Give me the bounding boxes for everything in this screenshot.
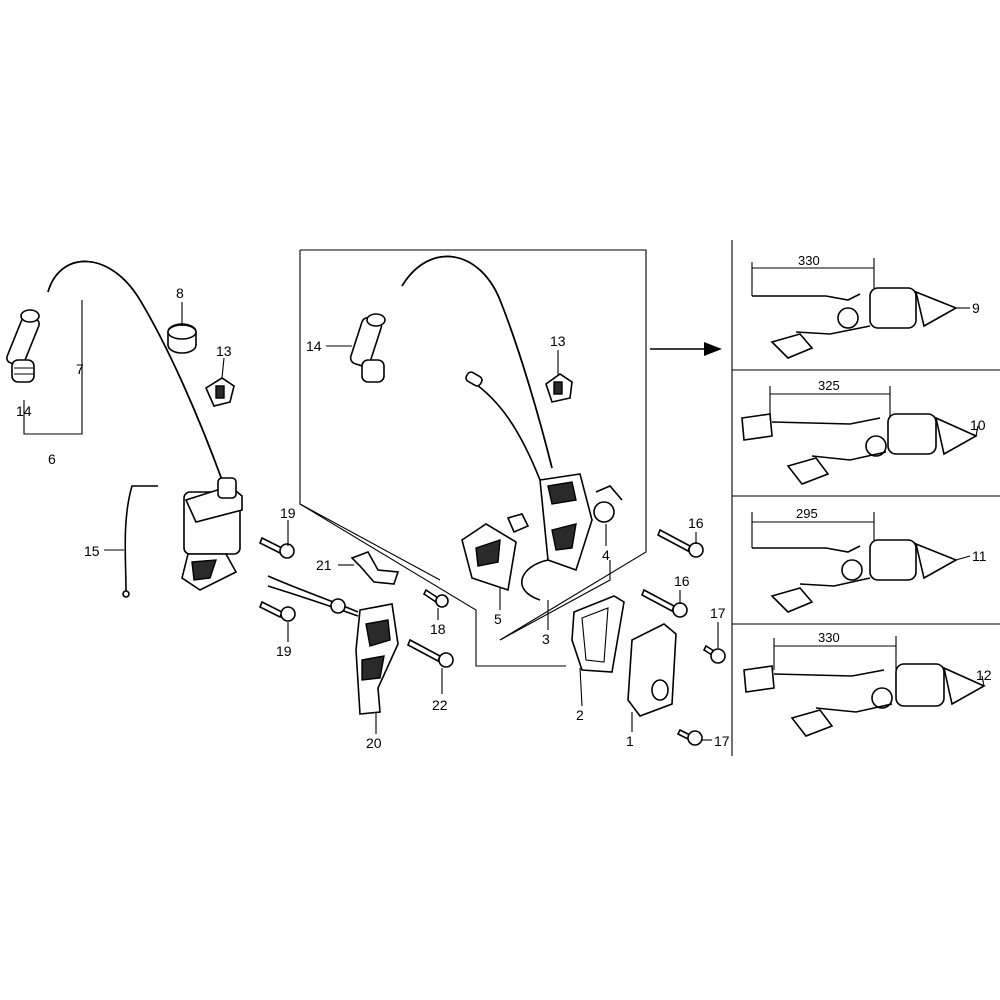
ignition-coil-left (181, 477, 243, 591)
variant-panel-12: 330 (743, 630, 986, 737)
arrow-icon (650, 342, 722, 356)
bolt-16-upper (656, 528, 704, 558)
callout-12: 12 (976, 667, 992, 683)
dimension-label: 295 (796, 506, 818, 521)
dimension-label: 330 (798, 253, 820, 268)
cover-1 (627, 623, 677, 717)
callout-11: 11 (972, 548, 987, 564)
variant-panels: 330 325 295 (731, 240, 1000, 756)
callout-4: 4 (602, 547, 610, 563)
high-tension-wire-center (401, 255, 553, 469)
callout-7: 7 (76, 361, 84, 377)
callout-14-left: 14 (16, 403, 32, 419)
bolt-22 (406, 638, 454, 668)
variant-panel-9: 330 (751, 253, 958, 359)
callout-9: 9 (972, 300, 980, 316)
leader-lines (104, 302, 719, 741)
callout-15: 15 (84, 543, 100, 559)
callout-22: 22 (432, 697, 448, 713)
bolt-19-lower (258, 600, 296, 622)
spark-plug-cap-left (5, 309, 41, 383)
nut-17-upper (702, 644, 726, 664)
connector-4 (593, 485, 623, 523)
bolt-16-lower (640, 588, 688, 618)
grommet (167, 323, 197, 354)
bracket-5 (461, 513, 530, 592)
callout-16-upper: 16 (688, 515, 704, 531)
high-tension-wire-left (47, 260, 223, 481)
gasket-2 (571, 595, 625, 673)
callout-5: 5 (494, 611, 502, 627)
variant-panel-10: 325 (741, 378, 978, 485)
callout-2: 2 (576, 707, 584, 723)
callout-18: 18 (430, 621, 446, 637)
callout-14-center: 14 (306, 338, 322, 354)
bracket-21 (350, 551, 400, 585)
callout-6: 6 (48, 451, 56, 467)
callout-10: 10 (970, 417, 986, 433)
spark-plug-cap-center (349, 313, 386, 383)
callout-13-center: 13 (550, 333, 566, 349)
bolt-19-upper (258, 536, 295, 559)
callout-1: 1 (626, 733, 634, 749)
callout-labels: 14 7 6 8 13 15 19 19 21 18 22 20 14 13 4… (16, 285, 730, 751)
callout-21: 21 (316, 557, 332, 573)
callout-13-left: 13 (216, 343, 232, 359)
ignition-coil-center (465, 371, 593, 601)
callout-17-upper: 17 (710, 605, 726, 621)
callout-16-lower: 16 (674, 573, 690, 589)
callout-19-lower: 19 (276, 643, 292, 659)
bolt-18 (422, 588, 449, 608)
callout-8: 8 (176, 285, 184, 301)
variant-panel-11: 295 (751, 506, 958, 613)
ground-wire (122, 485, 158, 598)
callout-17-lower: 17 (714, 733, 730, 749)
dimension-label: 330 (818, 630, 840, 645)
nut-17-lower (676, 728, 703, 746)
clamp-left (204, 377, 235, 407)
left-assembly (5, 260, 454, 715)
callout-19-upper: 19 (280, 505, 296, 521)
dimension-label: 325 (818, 378, 840, 393)
center-assembly-box (299, 249, 726, 746)
callout-3: 3 (542, 631, 550, 647)
clamp-center (545, 373, 573, 403)
callout-20: 20 (366, 735, 382, 751)
ignition-module-20 (267, 575, 399, 715)
